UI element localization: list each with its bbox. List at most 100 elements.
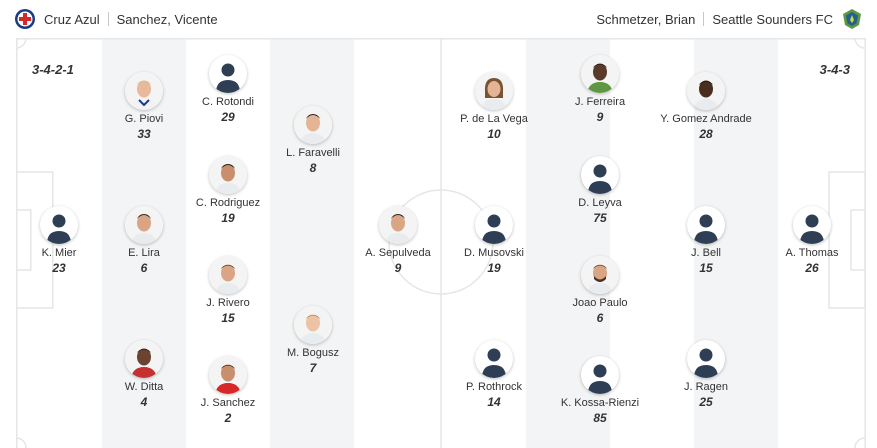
player-card[interactable]: J. Rivero 15 (168, 256, 288, 326)
player-name: C. Rodriguez (195, 197, 261, 209)
player-number: 15 (221, 311, 235, 325)
player-number: 29 (221, 110, 235, 124)
player-number: 10 (487, 127, 501, 141)
player-name: L. Faravelli (286, 147, 340, 159)
player-number: 25 (699, 395, 713, 409)
player-card[interactable]: M. Bogusz 7 (253, 306, 373, 376)
player-number: 4 (140, 395, 148, 409)
player-photo-icon (125, 340, 163, 378)
lineup-header: Cruz Azul Sanchez, Vicente Schmetzer, Br… (0, 0, 877, 38)
player-number: 23 (52, 261, 66, 275)
home-formation: 3-4-2-1 (32, 62, 74, 77)
placeholder-silhouette-icon (581, 356, 619, 394)
player-number: 6 (596, 311, 604, 325)
player-card[interactable]: Joao Paulo 6 (540, 256, 660, 326)
divider (107, 12, 109, 26)
player-photo-icon (581, 256, 619, 294)
player-name: K. Kossa-Rienzi (560, 397, 640, 409)
away-team-info: Schmetzer, Brian Seattle Sounders FC (596, 8, 863, 30)
pitch: 3-4-2-1 3-4-3 K. Mier 23 G. Piovi 33 E. … (16, 38, 866, 448)
player-number: 28 (699, 127, 713, 141)
player-number: 33 (137, 127, 151, 141)
placeholder-silhouette-icon (40, 206, 78, 244)
home-team-name[interactable]: Cruz Azul (44, 11, 100, 27)
player-number: 9 (394, 261, 402, 275)
player-card[interactable]: P. de La Vega 10 (434, 72, 554, 142)
player-card[interactable]: J. Bell 15 (646, 206, 766, 276)
player-card[interactable]: L. Faravelli 8 (253, 106, 373, 176)
player-name: J. Ferreira (574, 96, 626, 108)
player-name: A. Sepulveda (365, 247, 431, 259)
player-photo-icon (209, 256, 247, 294)
player-number: 9 (596, 110, 604, 124)
player-name: J. Rivero (206, 297, 250, 309)
player-card[interactable]: Y. Gomez Andrade 28 (646, 72, 766, 142)
player-photo-icon (294, 106, 332, 144)
player-number: 26 (805, 261, 819, 275)
player-name: G. Piovi (124, 113, 164, 125)
player-card[interactable]: E. Lira 6 (84, 206, 204, 276)
seattle-sounders-logo-icon[interactable] (841, 8, 863, 30)
player-number: 8 (309, 161, 317, 175)
cruz-azul-logo-icon[interactable] (14, 8, 36, 30)
player-name: D. Musovski (464, 247, 524, 259)
player-name: P. Rothrock (465, 381, 523, 393)
player-number: 85 (593, 411, 607, 425)
home-team-info: Cruz Azul Sanchez, Vicente (14, 8, 218, 30)
player-name: Joao Paulo (572, 297, 628, 309)
placeholder-silhouette-icon (793, 206, 831, 244)
player-number: 6 (140, 261, 148, 275)
player-number: 2 (224, 411, 232, 425)
player-number: 19 (487, 261, 501, 275)
placeholder-silhouette-icon (475, 206, 513, 244)
placeholder-silhouette-icon (209, 55, 247, 93)
player-photo-icon (294, 306, 332, 344)
player-card[interactable]: K. Kossa-Rienzi 85 (540, 356, 660, 426)
player-photo-icon (581, 55, 619, 93)
player-name: K. Mier (41, 247, 77, 259)
away-team-name[interactable]: Seattle Sounders FC (712, 11, 833, 27)
player-photo-icon (209, 356, 247, 394)
player-card[interactable]: C. Rodriguez 19 (168, 156, 288, 226)
player-card[interactable]: C. Rotondi 29 (168, 55, 288, 125)
player-name: A. Thomas (785, 247, 839, 259)
player-card[interactable]: J. Ragen 25 (646, 340, 766, 410)
player-photo-icon (125, 72, 163, 110)
placeholder-silhouette-icon (687, 206, 725, 244)
away-formation: 3-4-3 (819, 62, 850, 77)
away-coach-name[interactable]: Schmetzer, Brian (596, 11, 696, 27)
player-photo-icon (209, 156, 247, 194)
player-card[interactable]: D. Musovski 19 (434, 206, 554, 276)
player-photo-icon (379, 206, 417, 244)
placeholder-silhouette-icon (581, 156, 619, 194)
player-name: E. Lira (128, 247, 160, 259)
player-card[interactable]: W. Ditta 4 (84, 340, 204, 410)
player-name: C. Rotondi (202, 96, 254, 108)
player-number: 75 (593, 211, 607, 225)
player-card[interactable]: G. Piovi 33 (84, 72, 204, 142)
player-name: M. Bogusz (287, 347, 339, 359)
player-card[interactable]: A. Thomas 26 (752, 206, 866, 276)
player-number: 7 (309, 361, 317, 375)
player-card[interactable]: A. Sepulveda 9 (338, 206, 458, 276)
placeholder-silhouette-icon (475, 340, 513, 378)
player-photo-icon (687, 72, 725, 110)
player-name: Y. Gomez Andrade (660, 113, 752, 125)
player-card[interactable]: J. Sanchez 2 (168, 356, 288, 426)
player-name: W. Ditta (124, 381, 164, 393)
home-coach-name[interactable]: Sanchez, Vicente (116, 11, 218, 27)
player-card[interactable]: J. Ferreira 9 (540, 55, 660, 125)
player-number: 15 (699, 261, 713, 275)
player-card[interactable]: K. Mier 23 (16, 206, 119, 276)
player-card[interactable]: D. Leyva 75 (540, 156, 660, 226)
player-name: P. de La Vega (460, 113, 528, 125)
divider (703, 12, 705, 26)
player-number: 19 (221, 211, 235, 225)
player-photo-icon (475, 72, 513, 110)
player-name: D. Leyva (578, 197, 622, 209)
player-photo-icon (125, 206, 163, 244)
player-name: J. Sanchez (200, 397, 256, 409)
placeholder-silhouette-icon (687, 340, 725, 378)
player-number: 14 (487, 395, 501, 409)
player-card[interactable]: P. Rothrock 14 (434, 340, 554, 410)
